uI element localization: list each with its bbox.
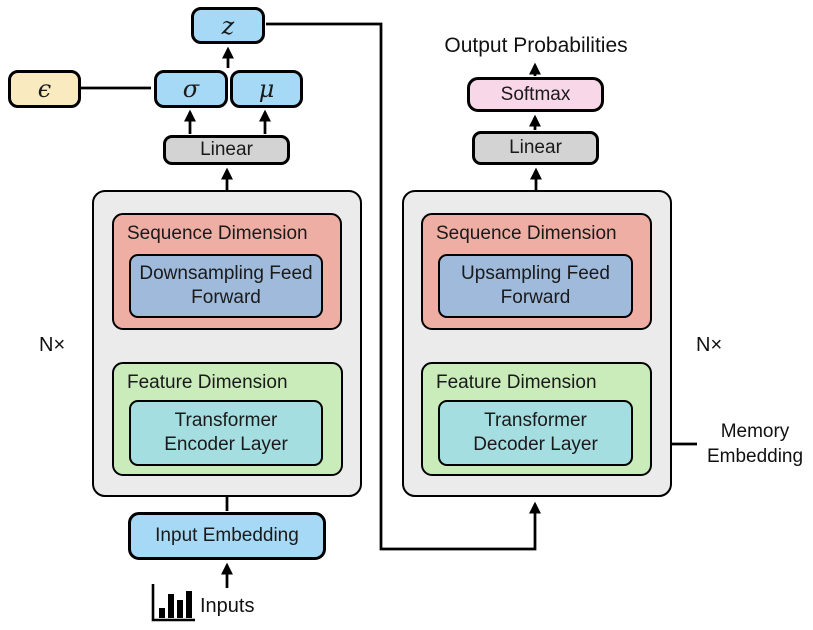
output-probabilities-label: Output Probabilities <box>444 34 628 57</box>
decoder-repeat-label: N× <box>696 334 723 356</box>
inputs-label: Inputs <box>200 595 255 617</box>
input-embedding-box: Input Embedding <box>128 512 326 560</box>
upsampling-feed-forward-box: Upsampling Feed Forward <box>438 254 633 318</box>
decoder-linear-box: Linear <box>472 131 599 165</box>
transformer-encoder-layer-box: Transformer Encoder Layer <box>129 400 323 466</box>
softmax-box: Softmax <box>467 77 604 112</box>
encoder-feature-dimension-label: Feature Dimension <box>127 372 288 393</box>
encoder-linear-box: Linear <box>163 135 290 165</box>
bar-chart-icon <box>151 584 195 622</box>
encoder-sequence-dimension-label: Sequence Dimension <box>127 223 308 244</box>
decoder-sequence-dimension-label: Sequence Dimension <box>436 223 617 244</box>
epsilon-box: ϵ <box>8 70 81 108</box>
z-box: z <box>191 7 265 44</box>
encoder-repeat-label: N× <box>39 334 66 356</box>
transformer-decoder-layer-box: Transformer Decoder Layer <box>438 400 633 466</box>
decoder-feature-dimension-label: Feature Dimension <box>436 372 597 393</box>
memory-embedding-label: Memory Embedding <box>706 421 804 467</box>
sigma-box: σ <box>154 70 228 108</box>
downsampling-feed-forward-box: Downsampling Feed Forward <box>129 254 323 318</box>
wire-z-to-decoder <box>266 22 542 551</box>
mu-box: μ <box>230 70 303 108</box>
